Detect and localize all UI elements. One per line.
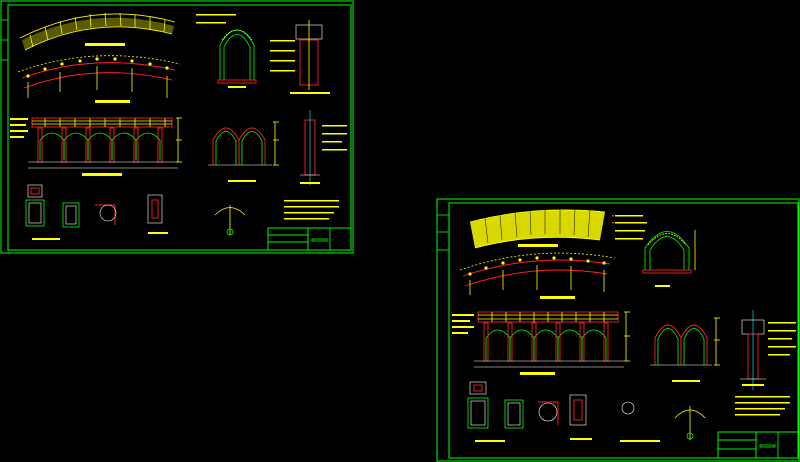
sheet-right-double-arch [650, 317, 720, 382]
sheet-right-outer-frame [436, 198, 800, 462]
sheet-left-double-arch [208, 121, 279, 182]
sheet-left-column-section [300, 110, 347, 185]
sheet-right-column-plan [459, 252, 616, 299]
sheet-right-inner-frame [448, 202, 799, 459]
sheet-right-roof-plan [469, 208, 647, 249]
sheet-left-details-row [25, 184, 339, 240]
sheet-right-details-row [467, 381, 790, 442]
sheet-right-front-elevation [452, 311, 630, 375]
sheet-left [0, 0, 354, 254]
sheet-left-binding-strip [1, 19, 8, 61]
sheet-left-front-elevation [10, 117, 182, 176]
sheet-right-column-section [740, 310, 796, 390]
sheet-left-column-plan [17, 55, 181, 103]
sheet-right-binding-strip [437, 214, 449, 251]
sheet-left-title-block [267, 227, 352, 251]
sheet-right-title-block [717, 431, 799, 459]
plan-title-bar [85, 43, 125, 46]
sheet-left-outer-frame [0, 0, 354, 254]
sheet-right-arch-detail-top [642, 230, 696, 287]
sheet-left-roof-plan [19, 12, 176, 51]
sheet-left-arch-section-top [196, 14, 257, 88]
sheet-right [436, 198, 800, 462]
sheet-left-column-detail [270, 20, 330, 94]
